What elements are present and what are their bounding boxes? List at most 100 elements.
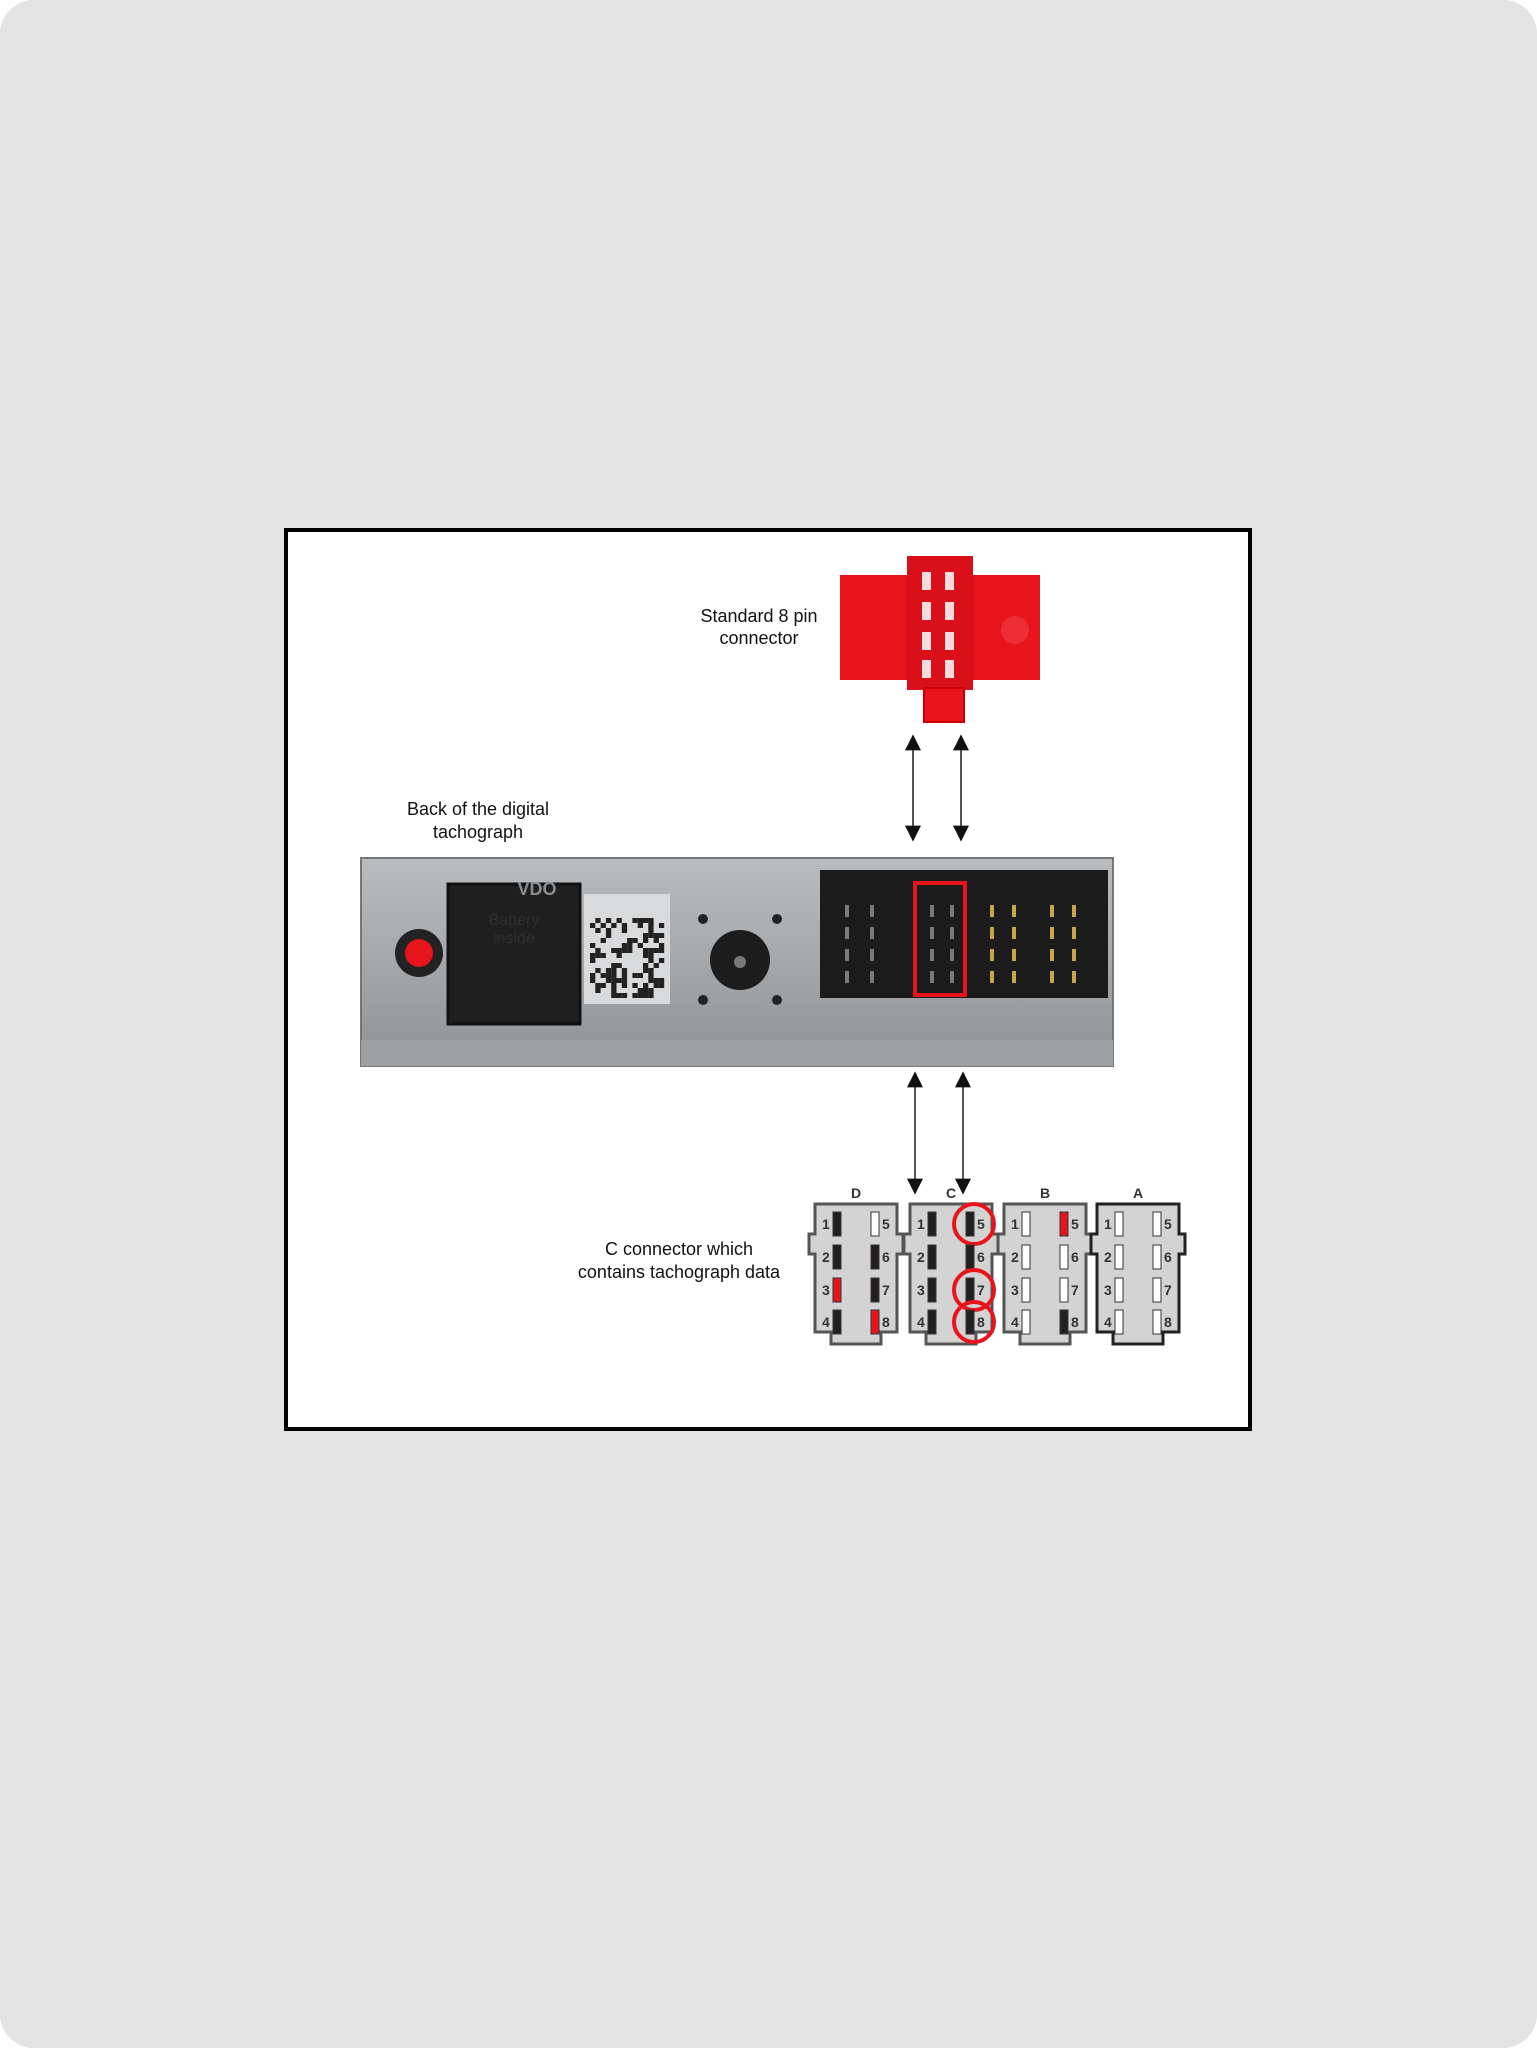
pin-6 xyxy=(1152,1244,1162,1270)
pin-6 xyxy=(1059,1244,1069,1270)
socket-pin xyxy=(1050,905,1054,917)
pin-number: 1 xyxy=(822,1216,830,1232)
socket-pin xyxy=(1072,971,1076,983)
standard-connector-label-line2: connector xyxy=(719,628,798,648)
pin-number: 7 xyxy=(882,1282,890,1298)
pin-1 xyxy=(927,1211,937,1237)
socket-pin xyxy=(990,905,994,917)
pin-8 xyxy=(870,1309,880,1335)
pin-2 xyxy=(1021,1244,1031,1270)
socket-pin xyxy=(950,927,954,939)
pin-number: 4 xyxy=(1104,1314,1112,1330)
pin-number: 8 xyxy=(1071,1314,1079,1330)
socket-pin xyxy=(930,905,934,917)
pin-number: 1 xyxy=(917,1216,925,1232)
pin-number: 3 xyxy=(1104,1282,1112,1298)
pin-4 xyxy=(1114,1309,1124,1335)
pin-number: 2 xyxy=(822,1249,830,1265)
pin-number: 5 xyxy=(1164,1216,1172,1232)
c-socket-highlight xyxy=(913,881,967,997)
pin-highlight-circle xyxy=(952,1300,996,1344)
battery-text: inside xyxy=(493,930,535,947)
socket-pin xyxy=(870,927,874,939)
pin-6 xyxy=(870,1244,880,1270)
pin-number: 5 xyxy=(1071,1216,1079,1232)
socket-pin xyxy=(930,927,934,939)
pin-8 xyxy=(965,1309,975,1335)
pin-number: 5 xyxy=(882,1216,890,1232)
pin-5 xyxy=(870,1211,880,1237)
pin-5 xyxy=(1059,1211,1069,1237)
socket-pin xyxy=(930,971,934,983)
pin-number: 3 xyxy=(822,1282,830,1298)
socket-pin xyxy=(990,949,994,961)
socket-pin xyxy=(1012,949,1016,961)
socket-pin xyxy=(870,905,874,917)
pin-number: 6 xyxy=(1071,1249,1079,1265)
pin-4 xyxy=(1021,1309,1031,1335)
pin-number: 8 xyxy=(882,1314,890,1330)
socket-pin xyxy=(870,971,874,983)
pin-2 xyxy=(927,1244,937,1270)
socket-pin xyxy=(1050,949,1054,961)
c-connector-label-line1: C connector which xyxy=(605,1239,753,1259)
socket-pin xyxy=(845,905,849,917)
socket-pin xyxy=(950,905,954,917)
pin-3 xyxy=(927,1277,937,1303)
socket-pin xyxy=(845,971,849,983)
c-connector-label-line2: contains tachograph data xyxy=(578,1262,781,1282)
pin-1 xyxy=(1114,1211,1124,1237)
pin-7 xyxy=(1059,1277,1069,1303)
pin-number: 8 xyxy=(1164,1314,1172,1330)
socket-pin xyxy=(1072,905,1076,917)
pin-2 xyxy=(1114,1244,1124,1270)
block-letter: B xyxy=(1040,1185,1050,1201)
pin-highlight-circle xyxy=(952,1202,996,1246)
pin-number: 4 xyxy=(917,1314,925,1330)
socket-pin xyxy=(950,971,954,983)
pin-number: 4 xyxy=(822,1314,830,1330)
block-letter: A xyxy=(1133,1185,1143,1201)
pin-number: 7 xyxy=(977,1282,985,1298)
block-letter: D xyxy=(851,1185,861,1201)
pin-1 xyxy=(1021,1211,1031,1237)
pin-3 xyxy=(1021,1277,1031,1303)
pin-number: 7 xyxy=(1164,1282,1172,1298)
tachograph-label-line2: tachograph xyxy=(433,822,523,842)
mounting-knob xyxy=(698,914,782,1005)
socket-pin xyxy=(1050,971,1054,983)
pin-1 xyxy=(832,1211,842,1237)
pin-number: 6 xyxy=(977,1249,985,1265)
qr-code xyxy=(590,918,665,998)
tachograph-label-line1: Back of the digital xyxy=(407,799,549,819)
pin-number: 3 xyxy=(1011,1282,1019,1298)
socket-pin xyxy=(1072,927,1076,939)
pin-5 xyxy=(965,1211,975,1237)
socket-pin xyxy=(845,949,849,961)
standard-connector-label-line1: Standard 8 pin xyxy=(700,606,817,626)
socket-pin xyxy=(1072,949,1076,961)
battery-text: Battery xyxy=(489,912,540,929)
pin-number: 6 xyxy=(1164,1249,1172,1265)
pin-4 xyxy=(832,1309,842,1335)
pin-number: 1 xyxy=(1011,1216,1019,1232)
tachograph-back-image: Battery inside VDO xyxy=(360,857,1114,1067)
socket-pin xyxy=(1012,905,1016,917)
pin-number: 2 xyxy=(1104,1249,1112,1265)
pin-number: 8 xyxy=(977,1314,985,1330)
pin-7 xyxy=(870,1277,880,1303)
standard-8-pin-connector-image xyxy=(840,556,1040,723)
pin-number: 5 xyxy=(977,1216,985,1232)
pin-3 xyxy=(832,1277,842,1303)
socket-pin xyxy=(1012,927,1016,939)
pin-number: 4 xyxy=(1011,1314,1019,1330)
socket-pin xyxy=(950,949,954,961)
vdo-logo: VDO xyxy=(517,879,556,899)
socket-pin xyxy=(930,949,934,961)
pin-number: 7 xyxy=(1071,1282,1079,1298)
